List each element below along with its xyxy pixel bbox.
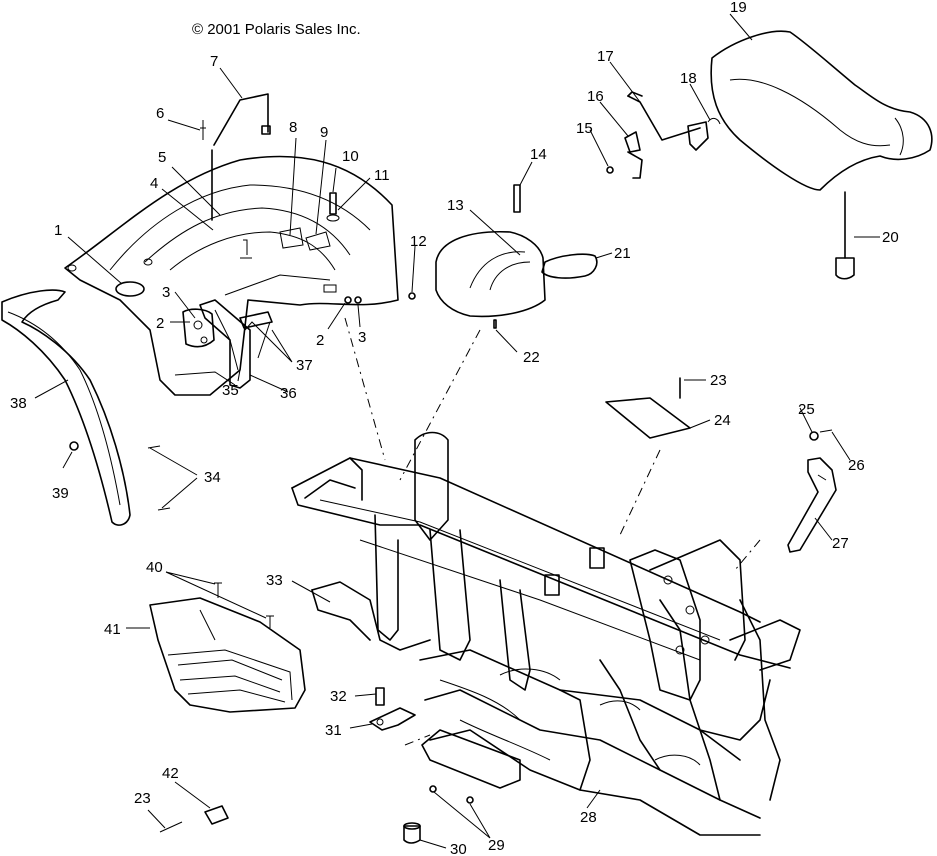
callout-16: 16	[587, 88, 604, 105]
seat	[710, 30, 933, 280]
callout-28: 28	[580, 809, 597, 826]
callout-9: 9	[320, 124, 328, 141]
callout-18: 18	[680, 70, 697, 87]
seat-latch	[606, 91, 721, 179]
callout-15: 15	[576, 120, 593, 137]
callout-8: 8	[289, 119, 297, 136]
callout-12: 12	[410, 233, 427, 250]
rubber-mount	[403, 822, 421, 844]
callout-1: 1	[54, 222, 62, 239]
callout-33: 33	[266, 572, 283, 589]
callout-labels: 1 2 3 4 5 6 7 8 9 10 11 12 13 14 15 16 1…	[10, 0, 899, 856]
rear-fender	[64, 155, 399, 396]
copyright-text: © 2001 Polaris Sales Inc.	[192, 21, 361, 38]
callout-14: 14	[530, 146, 547, 163]
callout-25: 25	[798, 401, 815, 418]
callout-39: 39	[52, 485, 69, 502]
callout-40: 40	[146, 559, 163, 576]
callout-26: 26	[848, 457, 865, 474]
mud-flap-panel	[182, 308, 215, 348]
callout-20: 20	[882, 229, 899, 246]
callout-19: 19	[730, 0, 747, 16]
callout-29: 29	[488, 837, 505, 854]
callout-35: 35	[222, 382, 239, 399]
callout-42: 42	[162, 765, 179, 782]
callout-34: 34	[204, 469, 221, 486]
callout-31: 31	[325, 722, 342, 739]
main-frame	[291, 431, 801, 836]
fender-bracket	[174, 299, 273, 389]
callout-30: 30	[450, 841, 467, 856]
callout-11: 11	[374, 167, 390, 184]
callout-5: 5	[158, 149, 166, 166]
fender-fasteners	[240, 192, 416, 304]
callout-27: 27	[832, 535, 849, 552]
small-hardware	[69, 319, 833, 833]
fender-flare	[1, 289, 131, 526]
callout-22: 22	[523, 349, 540, 366]
callout-6: 6	[156, 105, 164, 122]
callout-41: 41	[104, 621, 121, 638]
callout-4: 4	[150, 175, 158, 192]
callout-13: 13	[447, 197, 464, 214]
rack-brace	[787, 457, 837, 553]
callout-10: 10	[342, 148, 359, 165]
footwell	[149, 597, 306, 713]
mounting-bracket	[369, 687, 416, 731]
callout-2: 2	[156, 315, 164, 332]
callout-23: 23	[710, 372, 727, 389]
callout-3: 3	[162, 284, 170, 301]
callout-3-second: 3	[358, 329, 366, 346]
callout-38: 38	[10, 395, 27, 412]
callout-2-second: 2	[316, 332, 324, 349]
callout-17: 17	[597, 48, 614, 65]
callout-24: 24	[714, 412, 731, 429]
support-rod	[200, 93, 271, 221]
callout-7: 7	[210, 53, 218, 70]
assembly-lines	[344, 317, 761, 746]
callout-23-second: 23	[134, 790, 151, 807]
callout-37: 37	[296, 357, 313, 374]
seat-plate	[605, 377, 691, 439]
callout-21: 21	[614, 245, 631, 262]
callout-36: 36	[280, 385, 297, 402]
leader-lines	[34, 13, 880, 849]
storage-lid	[541, 253, 598, 279]
callout-32: 32	[330, 688, 347, 705]
storage-box	[435, 184, 546, 318]
